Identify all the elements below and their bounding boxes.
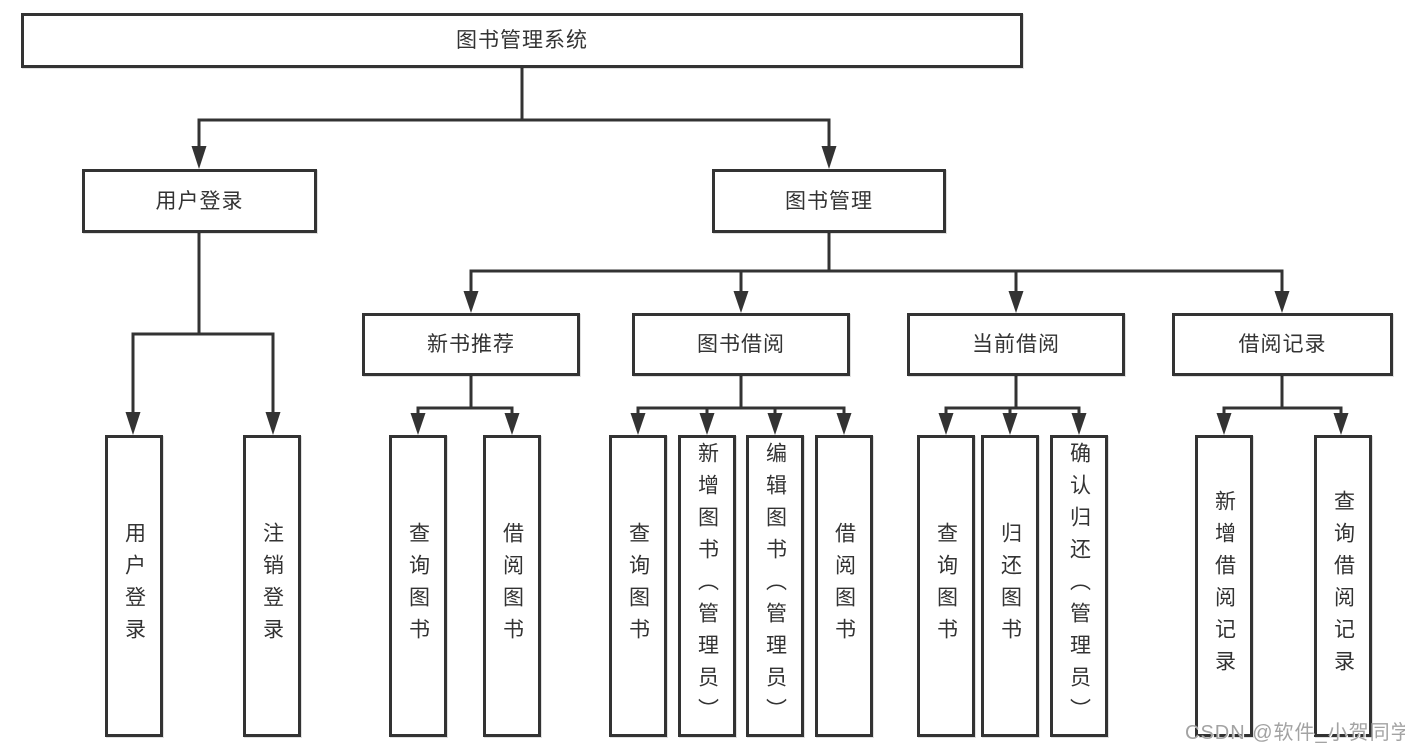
leaf-user-login: 用户登录: [105, 435, 163, 737]
leaf-query-borrow-record: 查询借阅记录: [1314, 435, 1372, 737]
leaf-borrow-books-recommend: 借阅图书: [483, 435, 541, 737]
leaf-add-book-admin: 新增图书（管理员）: [678, 435, 736, 737]
node-book-borrow: 图书借阅: [632, 313, 850, 376]
leaf-borrow-books-borrow: 借阅图书: [815, 435, 873, 737]
leaf-return-book: 归还图书: [981, 435, 1039, 737]
leaf-query-books-current: 查询图书: [917, 435, 975, 737]
node-new-book-recommend: 新书推荐: [362, 313, 580, 376]
leaf-query-books-borrow: 查询图书: [609, 435, 667, 737]
leaf-confirm-return-admin: 确认归还（管理员）: [1050, 435, 1108, 737]
leaf-add-borrow-record: 新增借阅记录: [1195, 435, 1253, 737]
csdn-watermark: CSDN @软件_小贺同学: [1185, 722, 1405, 744]
node-borrow-records: 借阅记录: [1172, 313, 1393, 376]
node-current-borrow: 当前借阅: [907, 313, 1125, 376]
node-library-management-system: 图书管理系统: [21, 13, 1023, 68]
node-user-login: 用户登录: [82, 169, 317, 233]
leaf-query-books-recommend: 查询图书: [389, 435, 447, 737]
leaf-logout: 注销登录: [243, 435, 301, 737]
node-book-management: 图书管理: [712, 169, 946, 233]
leaf-edit-book-admin: 编辑图书（管理员）: [746, 435, 804, 737]
